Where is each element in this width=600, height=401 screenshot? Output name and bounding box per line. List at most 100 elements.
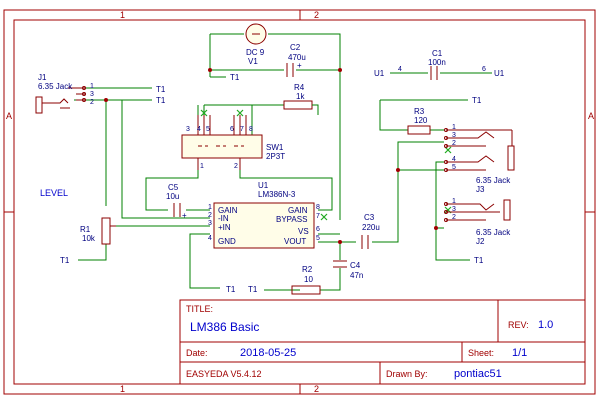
c2-value: 470u (288, 53, 306, 62)
u1-pin-num-5: 5 (316, 235, 320, 242)
net-label-t1-gnd: T1 (226, 285, 236, 294)
net-label-u1-left: U1 (374, 69, 385, 78)
net-label-t1-r1: T1 (60, 256, 70, 265)
u1-pin-vs: VS (298, 227, 309, 236)
u1-pin-bypass: BYPASS (276, 215, 307, 224)
c1-ref: C1 (432, 49, 443, 58)
r3-value: 120 (414, 116, 428, 125)
c5-ref: C5 (168, 183, 179, 192)
u1-pin-num-1: 1 (208, 204, 212, 211)
j2-pin-2: 2 (452, 214, 456, 221)
title-block: TITLE: LM386 Basic REV: 1.0 Date: 2018-0… (179, 299, 586, 385)
capacitor-c3[interactable]: C3 220u (361, 213, 380, 249)
switch-sw1[interactable]: 3 4 5 6 7 8 1 2 SW1 2P3T (181, 115, 285, 170)
r4-ref: R4 (294, 83, 305, 92)
date-key: Date: (186, 348, 208, 358)
u1-pin-num-6: 6 (316, 226, 320, 233)
net-label-t1-r2: T1 (248, 285, 258, 294)
net-label-t1-r3: T1 (472, 96, 482, 105)
frame-col-label-top-1: 1 (120, 10, 125, 20)
date-value: 2018-05-25 (240, 347, 296, 359)
ic-u1-lm386[interactable]: U1 LM386N-3 GAIN -IN +IN GND GAIN BYPASS… (208, 181, 320, 249)
jack-j2[interactable]: 1 3 2 6.35 Jack J2 (444, 198, 512, 246)
u1-ref: U1 (258, 181, 269, 190)
rev-value: 1.0 (538, 319, 553, 331)
frame-col-label-bottom-2: 2 (314, 384, 319, 394)
c3-ref: C3 (364, 213, 375, 222)
resistor-r3[interactable]: R3 120 (407, 107, 431, 135)
sw1-pin-8: 8 (249, 126, 253, 133)
j3-pin-3: 3 (452, 132, 456, 139)
u1-pin-num-7: 7 (316, 213, 320, 220)
dc9-source[interactable]: DC 9 V1 (245, 23, 267, 66)
net-label-u1-right: U1 (494, 69, 505, 78)
net-label-t1-j1-b: T1 (156, 96, 166, 105)
u1-pin-vout: VOUT (284, 237, 306, 246)
c1-value: 100n (428, 58, 446, 67)
junctions (104, 68, 438, 244)
u1-value: LM386N-3 (258, 190, 296, 199)
sheet-key: Sheet: (468, 348, 494, 358)
j1-pin-3: 3 (90, 91, 94, 98)
u1-pin-num-4: 4 (208, 235, 212, 242)
sheet-value: 1/1 (512, 347, 527, 359)
c4-value: 47n (350, 271, 363, 280)
r1-value: 10k (82, 234, 96, 243)
sw1-value: 2P3T (266, 152, 285, 161)
r2-ref: R2 (302, 265, 313, 274)
sw1-pin-7: 7 (240, 126, 244, 133)
j3-ref: J3 (476, 185, 485, 194)
level-label: LEVEL (40, 188, 68, 198)
c4-ref: C4 (350, 261, 361, 270)
u1-pin-num-2: 2 (208, 212, 212, 219)
sw1-pin-4: 4 (197, 126, 201, 133)
c2-plus: + (297, 61, 302, 70)
potentiometer-r1[interactable]: R1 10k (80, 217, 116, 245)
j3-pin-4: 4 (452, 156, 456, 163)
c1-pin-4: 4 (398, 66, 402, 73)
j3-value: 6.35 Jack (476, 176, 511, 185)
frame-row-label-left: A (6, 111, 12, 121)
net-label-t1-j1-a: T1 (156, 85, 166, 94)
j2-value: 6.35 Jack (476, 228, 511, 237)
capacitor-c5[interactable]: + C5 10u (166, 183, 187, 220)
j2-ref: J2 (476, 237, 485, 246)
r1-ref: R1 (80, 225, 91, 234)
j2-pin-3: 3 (452, 206, 456, 213)
u1-pin-gain-left: GAIN (218, 206, 238, 215)
wires (74, 33, 492, 291)
u1-pin-num-3: 3 (208, 220, 212, 227)
capacitor-c1[interactable]: C1 100n 4 6 (398, 49, 486, 80)
j3-pin-1: 1 (452, 124, 456, 131)
title-value: LM386 Basic (190, 320, 259, 334)
sw1-pin-5: 5 (206, 126, 210, 133)
c1-pin-6: 6 (482, 66, 486, 73)
frame-col-label-top-2: 2 (314, 10, 319, 20)
resistor-r4[interactable]: R4 1k (283, 83, 313, 110)
c3-value: 220u (362, 223, 380, 232)
r3-ref: R3 (414, 107, 425, 116)
jack-j3[interactable]: 1 3 2 4 5 6.35 Jack J3 (444, 124, 515, 194)
jack-j1[interactable]: J1 6.35 Jack 1 3 2 (35, 73, 94, 114)
c5-plus: + (182, 211, 187, 220)
capacitor-c2[interactable]: + C2 470u (286, 43, 306, 77)
sw1-pin-3: 3 (186, 126, 190, 133)
sw1-pin-2: 2 (234, 163, 238, 170)
j1-pin-2: 2 (90, 99, 94, 106)
j1-value: 6.35 Jack (38, 82, 73, 91)
dc9-value: V1 (248, 57, 258, 66)
frame-row-label-right: A (588, 111, 594, 121)
net-label-t1-top: T1 (230, 73, 240, 82)
j3-pin-5: 5 (452, 164, 456, 171)
capacitor-c4[interactable]: C4 47n (333, 260, 363, 280)
r2-value: 10 (304, 275, 313, 284)
u1-pin-gain-right: GAIN (288, 206, 308, 215)
rev-key: REV: (508, 320, 529, 330)
title-key: TITLE: (186, 304, 213, 314)
resistor-r2[interactable]: R2 10 (291, 265, 321, 295)
j2-pin-1: 1 (452, 198, 456, 205)
drawn-by-value: pontiac51 (454, 368, 502, 380)
sw1-pin-1: 1 (200, 163, 204, 170)
r4-value: 1k (296, 92, 305, 101)
